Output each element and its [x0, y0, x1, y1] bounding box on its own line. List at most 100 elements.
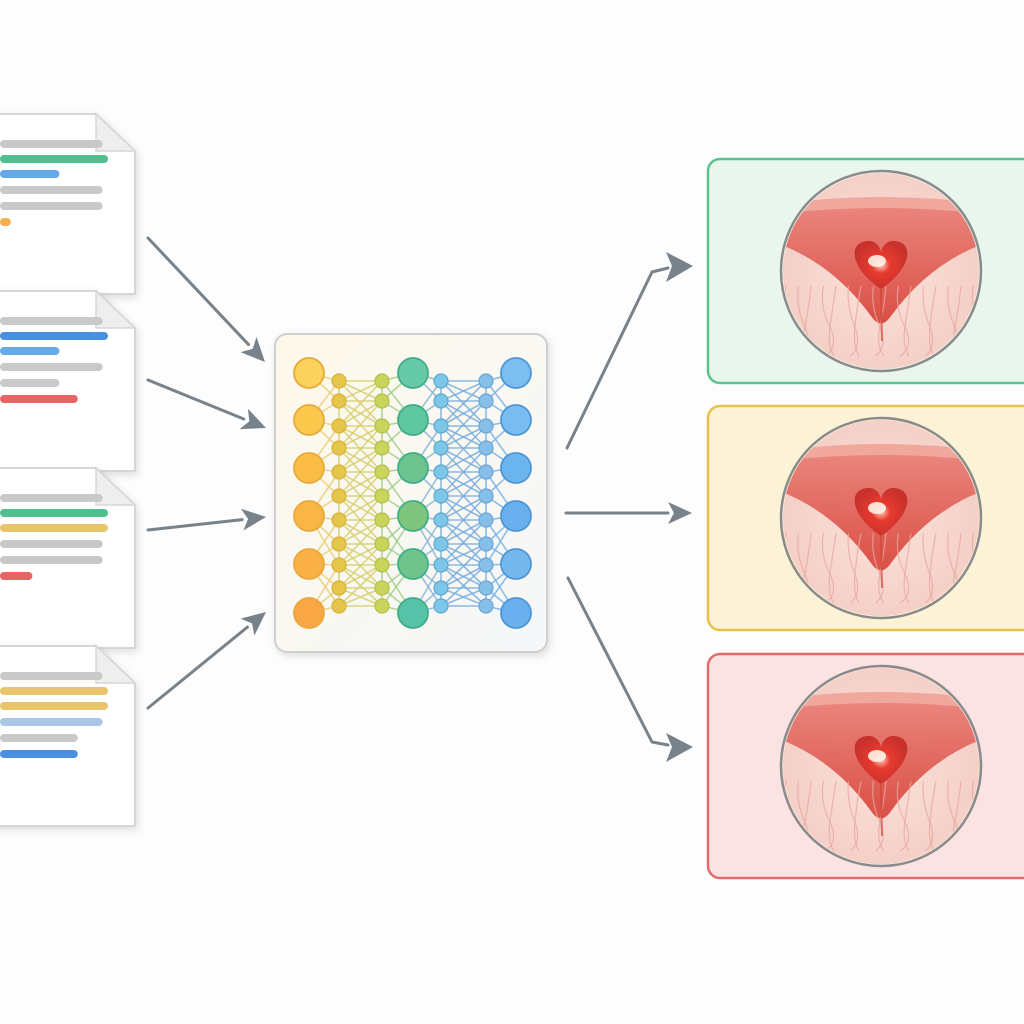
- hidden-node: [374, 373, 390, 389]
- output-image-border: [779, 664, 983, 868]
- layer-node: [500, 357, 532, 389]
- document-card: [0, 644, 137, 827]
- document-card: [0, 112, 137, 295]
- input-arrows: [146, 236, 266, 710]
- network-edge: [440, 447, 487, 497]
- output-image-border: [779, 416, 983, 620]
- arrow-head: [666, 252, 693, 282]
- hidden-node: [478, 440, 494, 456]
- lesion-highlight: [868, 255, 886, 267]
- vessel-line: [971, 532, 979, 604]
- document-text-line: [0, 332, 108, 340]
- document-text-line: [0, 363, 103, 371]
- lesion-streak: [880, 783, 883, 837]
- input-documents: [0, 112, 137, 827]
- network-edge: [440, 543, 487, 566]
- layer-node: [500, 597, 532, 629]
- arrow-shaft: [146, 625, 249, 710]
- network-edge: [440, 519, 487, 566]
- hidden-node: [478, 536, 494, 552]
- document-text-line: [0, 379, 60, 387]
- hidden-node: [331, 440, 347, 456]
- hidden-node: [374, 557, 390, 573]
- lesion-highlight: [868, 502, 886, 514]
- document-fold: [95, 289, 137, 329]
- arrow: [146, 612, 266, 710]
- network-edge: [440, 425, 487, 449]
- layer-node: [500, 500, 532, 532]
- vessel-line: [853, 532, 862, 604]
- hidden-node: [374, 488, 390, 504]
- arrow: [146, 508, 266, 532]
- layer-node: [293, 452, 325, 484]
- vessel-line: [878, 285, 887, 357]
- document-text-line: [0, 702, 108, 710]
- arrow-head: [240, 508, 266, 531]
- network-edge: [338, 564, 383, 607]
- arrow-head: [668, 502, 692, 524]
- document-text-line: [0, 718, 103, 726]
- vessel-line: [828, 780, 837, 852]
- hidden-node: [433, 488, 449, 504]
- network-edge: [338, 587, 383, 607]
- hidden-node: [374, 536, 390, 552]
- document-text-line: [0, 494, 103, 502]
- lesion-streak: [880, 535, 883, 589]
- vessel-line: [971, 780, 979, 852]
- layer-node: [500, 548, 532, 580]
- layer-node: [397, 500, 429, 532]
- document-fold: [95, 466, 137, 506]
- layer-node: [500, 404, 532, 436]
- network-edge: [338, 380, 383, 402]
- hidden-node: [331, 488, 347, 504]
- output-image-border: [779, 169, 983, 373]
- network-edge: [338, 380, 383, 427]
- mucosa-edge: [783, 444, 979, 462]
- vessel-line: [903, 780, 912, 852]
- network-edge: [338, 447, 383, 497]
- hidden-node: [374, 580, 390, 596]
- hidden-node: [478, 488, 494, 504]
- document-text-line: [0, 218, 11, 226]
- vessel-line: [878, 780, 887, 852]
- network-edge: [440, 495, 487, 545]
- hidden-node: [374, 598, 390, 614]
- neural-network-graph: [293, 357, 532, 629]
- hidden-node: [331, 598, 347, 614]
- hidden-node: [331, 373, 347, 389]
- network-edge: [338, 519, 383, 566]
- document-text-line: [0, 155, 108, 163]
- hidden-node: [433, 598, 449, 614]
- layer-node: [293, 548, 325, 580]
- layer-node: [293, 597, 325, 629]
- document-text-line: [0, 509, 108, 517]
- output-panel: [706, 404, 1024, 632]
- network-edge: [440, 380, 487, 402]
- vessel-line: [903, 532, 912, 604]
- vessel-line: [853, 285, 862, 357]
- hidden-node: [478, 557, 494, 573]
- lesion-highlight: [868, 750, 886, 762]
- network-edge: [338, 471, 383, 497]
- vessel-line: [853, 780, 862, 852]
- arrow: [146, 236, 265, 362]
- document-text-line: [0, 734, 78, 742]
- network-edge: [440, 400, 487, 427]
- hidden-node: [478, 418, 494, 434]
- lesion-streak: [880, 288, 883, 342]
- document-text-line: [0, 540, 103, 548]
- network-edge: [338, 519, 383, 545]
- arrow-shaft: [146, 378, 246, 421]
- hidden-node: [478, 373, 494, 389]
- document-text-line: [0, 672, 103, 680]
- document-text-line: [0, 750, 78, 758]
- hidden-node: [331, 536, 347, 552]
- hidden-node: [374, 464, 390, 480]
- arrow: [566, 576, 693, 762]
- arrow: [565, 252, 693, 450]
- hidden-node: [374, 440, 390, 456]
- hidden-node: [478, 598, 494, 614]
- vessel-line: [828, 285, 837, 357]
- network-edge: [440, 471, 487, 497]
